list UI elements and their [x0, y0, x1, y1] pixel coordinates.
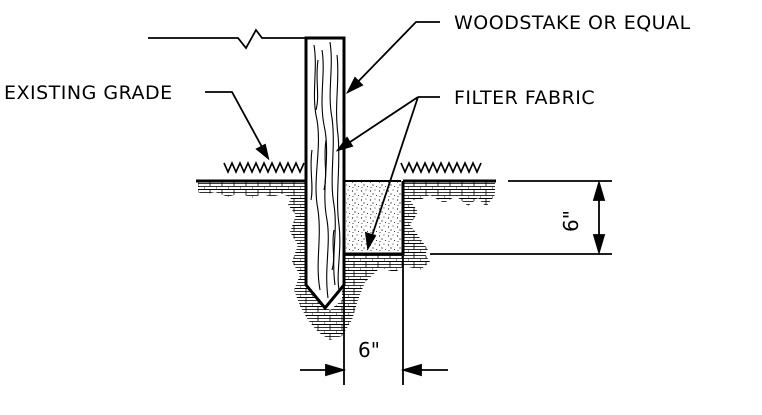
leader-woodstake — [345, 21, 440, 95]
dimension-width — [300, 256, 448, 385]
label-filter-fabric: FILTER FABRIC — [454, 87, 595, 109]
trench-backfill — [346, 182, 401, 252]
label-dim-width: 6" — [358, 338, 380, 362]
leader-filter-fabric — [335, 96, 440, 251]
label-dim-depth: 6" — [559, 210, 583, 232]
label-existing-grade: EXISTING GRADE — [4, 82, 173, 104]
soil-hatch — [198, 182, 495, 340]
wood-stake — [304, 36, 346, 311]
dimension-depth — [430, 179, 612, 256]
grass-marks-right — [400, 161, 482, 174]
grass-marks-left — [223, 161, 305, 174]
label-woodstake: WOODSTAKE OR EQUAL — [454, 12, 691, 34]
top-break-line — [148, 28, 306, 50]
leader-existing-grade — [205, 91, 270, 161]
